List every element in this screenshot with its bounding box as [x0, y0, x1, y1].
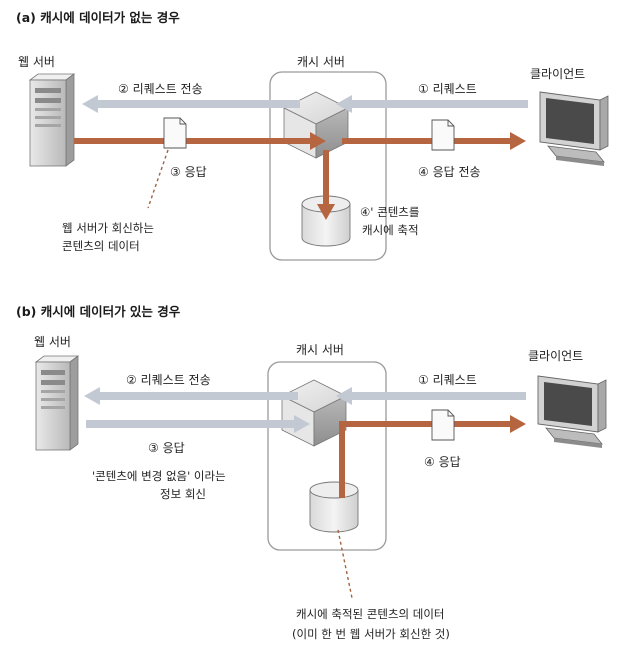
step-4-label: ④ 응답 [424, 455, 461, 469]
cache-server-box [269, 71, 387, 261]
step-2-label: ② 리퀘스트 전송 [126, 373, 211, 387]
client-label: 클라이언트 [530, 67, 585, 81]
monitor-icon [539, 91, 609, 166]
step-4-label: ④ 응답 전송 [418, 165, 481, 179]
document-icon [431, 119, 455, 151]
server-icon [28, 73, 76, 167]
note-line1: '콘텐츠에 변경 없음' 이라는 [92, 469, 226, 483]
cache-server-label: 캐시 서버 [296, 343, 344, 357]
client-label: 클라이언트 [528, 349, 583, 363]
step-1-label: ① 리퀘스트 [418, 82, 477, 96]
step-3-label: ③ 응답 [148, 441, 185, 455]
note-pointer [147, 149, 169, 209]
cache-note-line2: (이미 한 번 웹 서버가 회신한 것) [292, 627, 450, 641]
web-server-label: 웹 서버 [34, 335, 71, 349]
response-arrows [339, 415, 526, 498]
panel-b-heading: (b) 캐시에 데이터가 있는 경우 [16, 304, 181, 319]
response-arrows [74, 132, 526, 220]
note-line2: 콘텐츠의 데이터 [62, 239, 140, 253]
request-arrows [82, 95, 528, 113]
cache-cube-icon [281, 379, 347, 447]
cache-note-pointer [337, 529, 353, 599]
step-1-label: ① 리퀘스트 [418, 373, 477, 387]
step-2-label: ② 리퀘스트 전송 [118, 82, 203, 96]
step-4p-line2: 캐시에 축적 [362, 223, 419, 237]
note-line2: 정보 회신 [160, 487, 206, 501]
monitor-icon [537, 375, 607, 448]
cache-server-box [267, 361, 387, 551]
step-3-label: ③ 응답 [170, 165, 207, 179]
note-line1: 웹 서버가 회신하는 [62, 221, 154, 235]
database-icon [309, 481, 359, 533]
panel-a-heading: (a) 캐시에 데이터가 없는 경우 [16, 10, 180, 25]
cache-note-line1: 캐시에 축적된 콘텐츠의 데이터 [296, 607, 445, 621]
panel-a: (a) 캐시에 데이터가 없는 경우 웹 서버 캐시 서버 클라이언트 [16, 10, 609, 261]
web-server-label: 웹 서버 [18, 55, 55, 69]
document-icon [163, 117, 187, 149]
step-4p-line1: ④' 콘텐츠를 [360, 205, 419, 219]
server-icon [34, 355, 80, 451]
cache-server-label: 캐시 서버 [297, 55, 345, 69]
document-icon [431, 409, 455, 441]
request-arrows [84, 387, 526, 433]
panel-b: (b) 캐시에 데이터가 있는 경우 웹 서버 캐시 서버 클라이언트 [16, 304, 607, 641]
